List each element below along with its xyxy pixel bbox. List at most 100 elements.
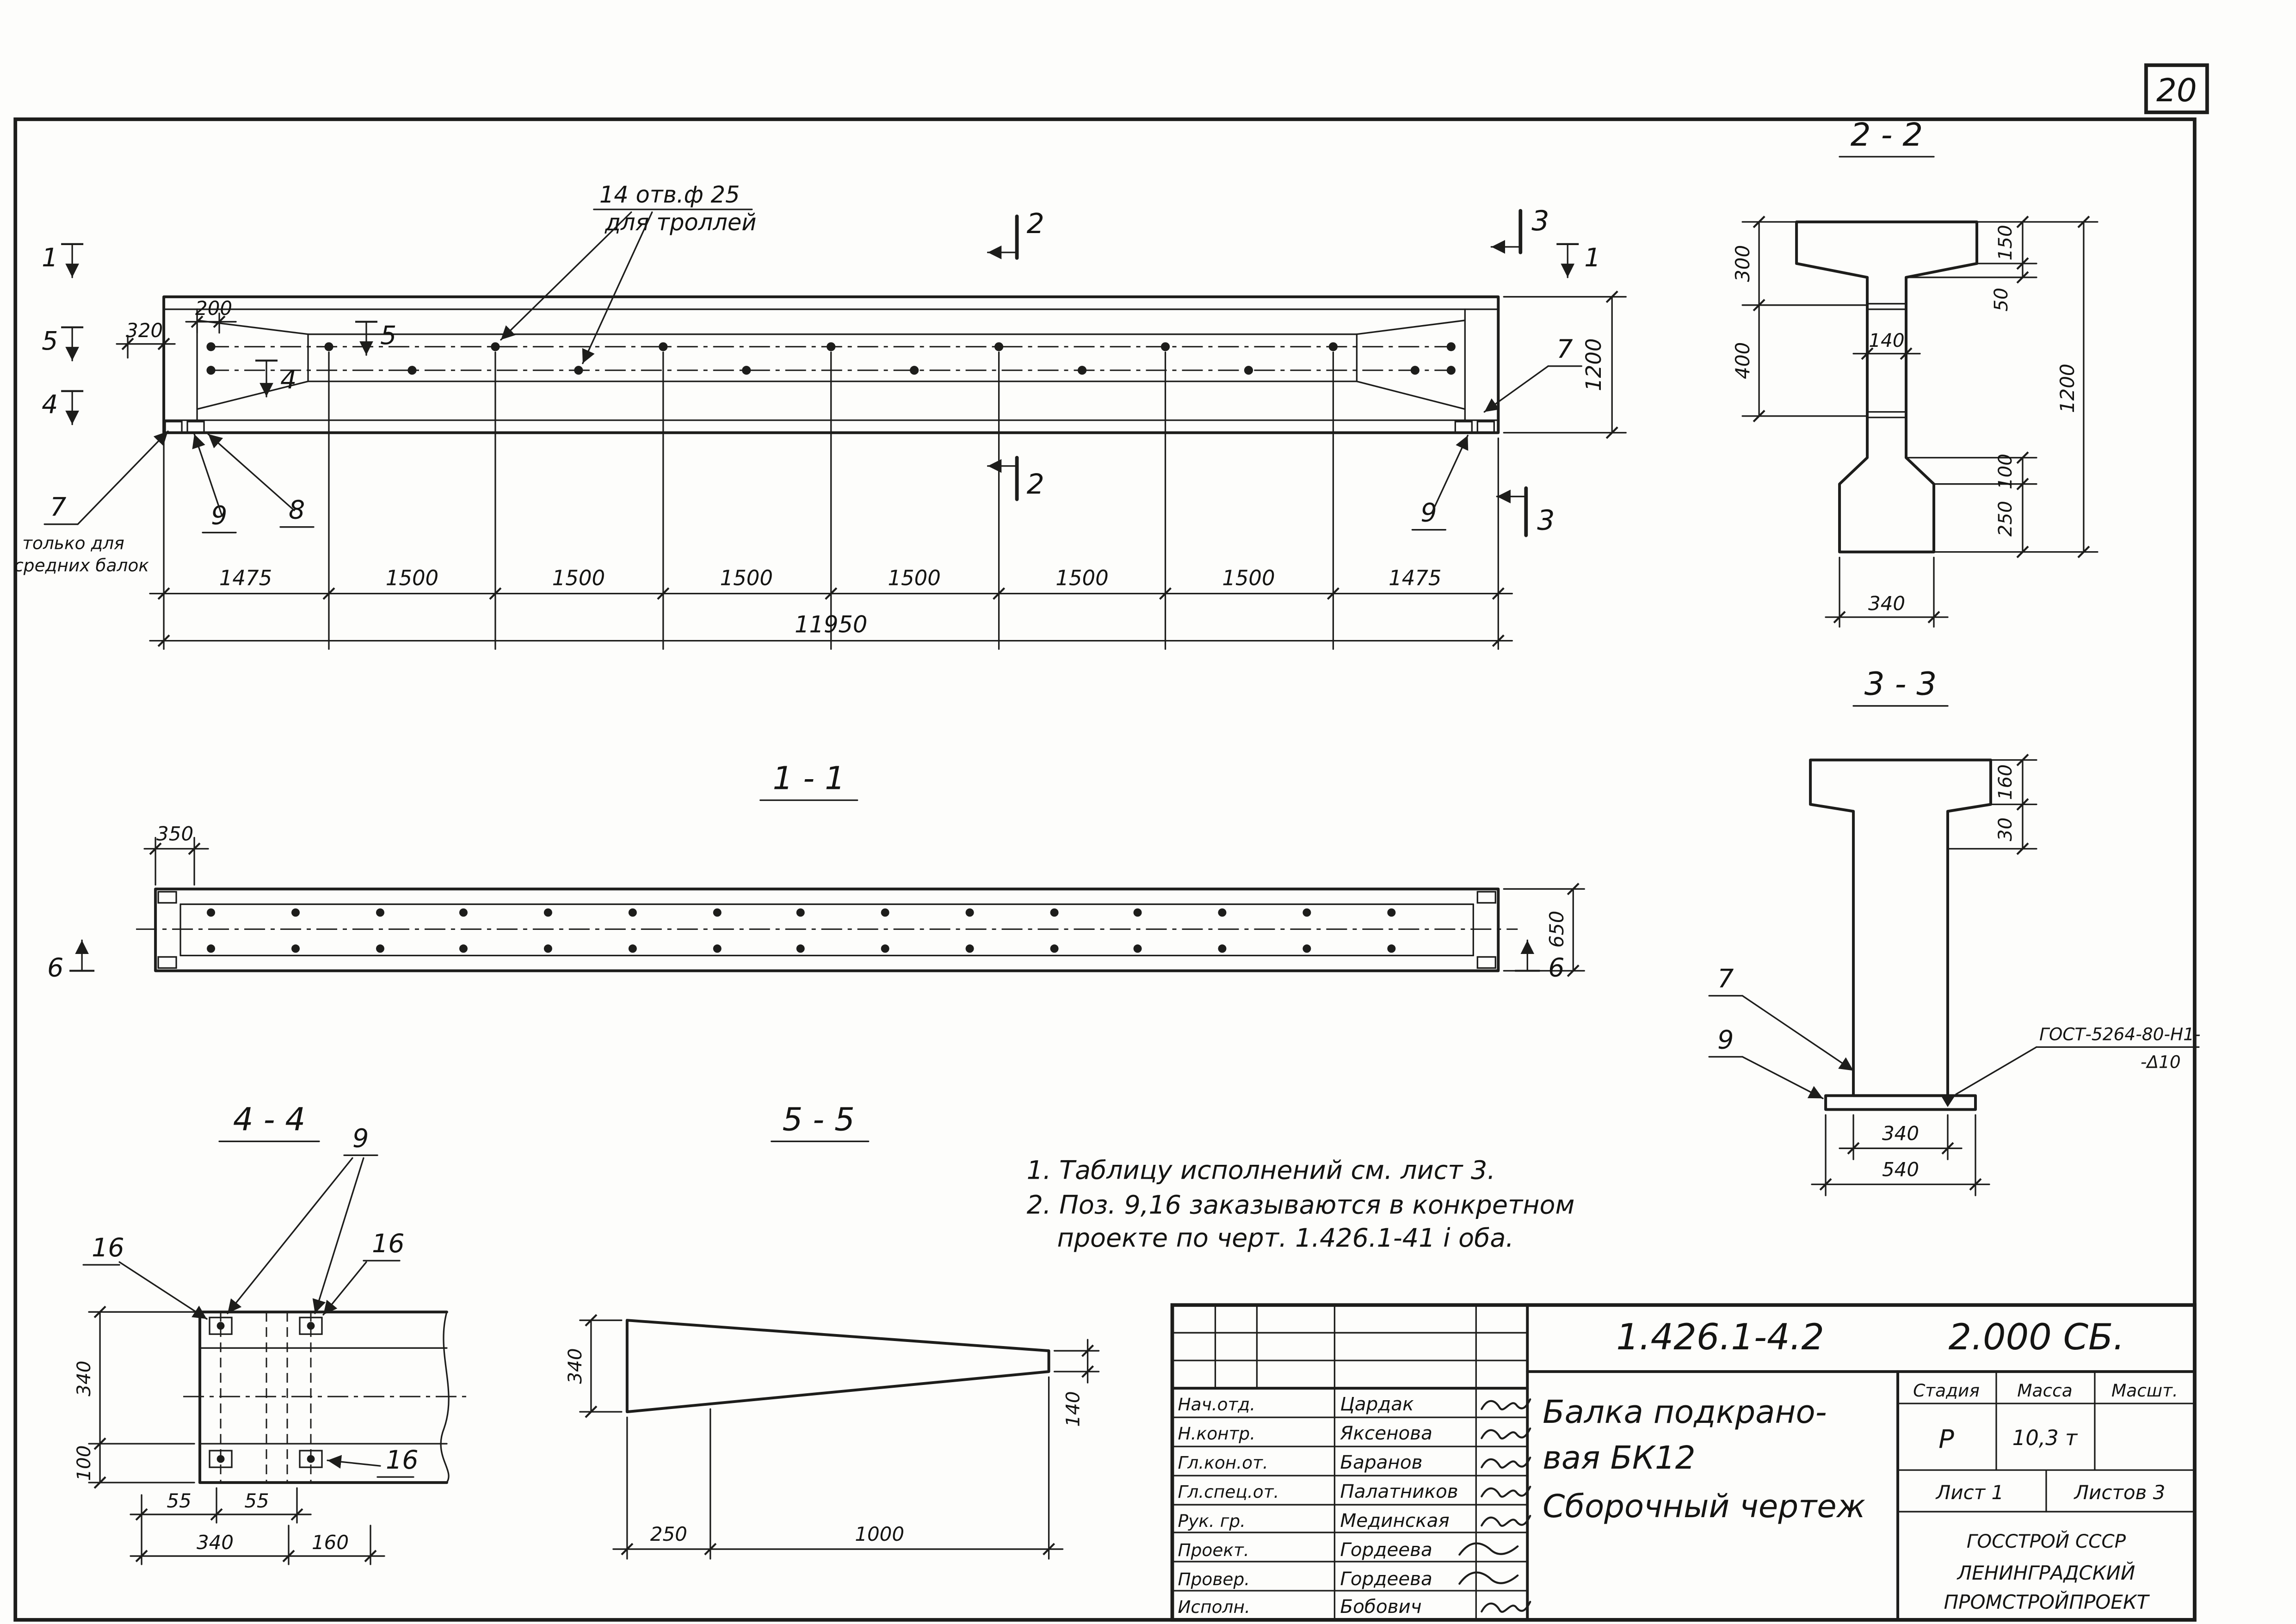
dim-30: 30 — [1994, 818, 2016, 841]
dim-340b: 340 — [197, 1531, 234, 1554]
row-name: Мединская — [1340, 1509, 1449, 1532]
col-scale: Масшт. — [2111, 1380, 2178, 1401]
callout-16-b: 16 — [372, 1229, 405, 1259]
dim-100: 100 — [73, 1445, 95, 1481]
sheet-info: Лист 1 — [1935, 1481, 2004, 1504]
dim-50: 50 — [1990, 288, 2012, 311]
seg-dim: 1475 — [219, 566, 272, 591]
view-title: 2 - 2 — [1851, 117, 1923, 154]
main-left-dims: 320 200 — [116, 297, 237, 359]
mark-4-left: 4 — [42, 390, 58, 420]
org-line3: ПРОМСТРОЙПРОЕКТ — [1944, 1590, 2150, 1613]
trolley-holes — [206, 342, 1456, 375]
mark-4-inner: 4 — [280, 365, 296, 395]
mark-1-left: 1 — [42, 243, 58, 273]
sheet-number-box — [2144, 63, 2209, 114]
mark-5-left: 5 — [42, 326, 58, 356]
dim-340: 340 — [1868, 592, 1905, 615]
org-line2: ЛЕНИНГРАДСКИЙ — [1957, 1561, 2136, 1584]
callout-9-right: 9 — [1420, 498, 1437, 528]
dim-150: 150 — [1994, 225, 2016, 260]
main-height-dim: 1200 — [1503, 290, 1627, 439]
mark-2-bottom: 2 — [1027, 468, 1044, 501]
doc-code: 2.000 СБ. — [1949, 1316, 2125, 1358]
signature-scribbles — [1458, 1398, 1531, 1613]
product-title-line3: Сборочный чертеж — [1543, 1488, 1865, 1525]
view-1-1: 1 - 1 350 650 6 6 — [47, 760, 1585, 983]
row-name: Цардак — [1340, 1393, 1414, 1415]
col-stage: Стадия — [1913, 1380, 1980, 1401]
view-title: 4 - 4 — [233, 1101, 305, 1138]
dim-350: 350 — [156, 822, 193, 845]
row-name: Бобович — [1340, 1595, 1421, 1618]
dim-140: 140 — [1062, 1391, 1084, 1427]
row-name: Палатников — [1340, 1480, 1458, 1502]
seg-dim: 1500 — [720, 566, 773, 591]
holes-note: 14 отв.ф 25 для троллей — [500, 181, 757, 364]
mark-6-right: 6 — [1548, 953, 1564, 983]
frame: 20 — [13, 63, 2209, 1622]
mark-3-bottom: 3 — [1537, 504, 1555, 537]
org-line1: ГОССТРОЙ СССР — [1967, 1530, 2126, 1552]
dim-1000: 1000 — [855, 1523, 904, 1545]
plan-holes — [207, 908, 1396, 953]
mass-value: 10,3 т — [2012, 1426, 2078, 1450]
mid-beams-note-2: средних балок — [14, 555, 149, 576]
product-title-line1: Балка подкрано- — [1543, 1394, 1827, 1431]
sheets-info: Листов 3 — [2073, 1481, 2165, 1504]
dim-250: 250 — [1994, 501, 2016, 536]
callout-7: 7 — [1717, 964, 1734, 994]
weld-note-line1: ГОСТ-5264-80-Н1- — [2039, 1024, 2201, 1044]
dim-300: 300 — [1731, 245, 1754, 282]
dim-250: 250 — [650, 1523, 687, 1545]
view-title: 3 - 3 — [1864, 666, 1937, 703]
title-block: Нач.отд. Цардак Н.контр. Яксенова Гл.кон… — [1170, 1303, 2197, 1622]
row-role: Гл.кон.от. — [1178, 1452, 1268, 1473]
main-callouts: 7 только для средних балок 9 8 9 7 — [14, 335, 1582, 576]
dim-340: 340 — [73, 1361, 95, 1396]
dim-160: 160 — [312, 1531, 349, 1554]
mark-1-right: 1 — [1584, 243, 1600, 273]
seg-dim: 1500 — [888, 566, 940, 591]
section-2-2: 2 - 2 300 400 150 50 100 250 1200 140 — [1731, 117, 2098, 628]
dim-400: 400 — [1731, 342, 1754, 379]
callout-16-c: 16 — [386, 1446, 419, 1475]
row-role: Н.контр. — [1178, 1423, 1255, 1444]
dim-160: 160 — [1994, 764, 2016, 800]
callout-7-right: 7 — [1556, 335, 1573, 364]
signature-rows: Нач.отд. Цардак Н.контр. Яксенова Гл.кон… — [1178, 1393, 1531, 1618]
weld-note-line2: -Δ10 — [2141, 1052, 2181, 1072]
callout-7: 7 — [50, 493, 66, 523]
row-name: Баранов — [1340, 1451, 1422, 1473]
row-name: Гордеева — [1340, 1568, 1432, 1590]
sheet-number: 20 — [2156, 72, 2197, 109]
dim-140: 140 — [1869, 329, 1904, 351]
mark-5-inner: 5 — [380, 321, 396, 351]
row-role: Гл.спец.от. — [1178, 1482, 1279, 1502]
seg-dim: 1475 — [1389, 566, 1441, 591]
callout-8: 8 — [289, 496, 305, 525]
note-line3: проекте по черт. 1.426.1-41 і оба. — [1057, 1224, 1514, 1253]
callout-16-a: 16 — [92, 1233, 124, 1263]
col-mass: Масса — [2017, 1380, 2072, 1401]
seg-dim: 1500 — [1055, 566, 1108, 591]
view-5-5: 5 - 5 340 140 250 1000 — [564, 1101, 1100, 1560]
dim-1200: 1200 — [1581, 338, 1606, 391]
mark-2-top: 2 — [1027, 208, 1044, 240]
callout-9: 9 — [1717, 1025, 1734, 1055]
holes-note-line2: для троллей — [605, 209, 757, 236]
dim-320: 320 — [126, 319, 163, 342]
main-elevation-view: 14 отв.ф 25 для троллей 1 5 4 1 5 4 2 2 — [14, 181, 1627, 650]
note-line2: 2. Поз. 9,16 заказываются в конкретном — [1027, 1190, 1575, 1220]
dim-total: 11950 — [795, 611, 867, 638]
section-3-3: 3 - 3 160 30 7 9 ГОСТ-5264-80-Н1- -Δ10 3… — [1708, 666, 2201, 1196]
dim-340: 340 — [1882, 1122, 1919, 1144]
mark-3-top: 3 — [1531, 205, 1549, 237]
callout-9: 9 — [352, 1124, 369, 1153]
dim-340: 340 — [564, 1348, 586, 1384]
doc-number: 1.426.1-4.2 — [1616, 1316, 1824, 1358]
dim-540: 540 — [1882, 1158, 1919, 1181]
mark-6-left: 6 — [47, 953, 63, 983]
row-name: Яксенова — [1339, 1422, 1432, 1444]
